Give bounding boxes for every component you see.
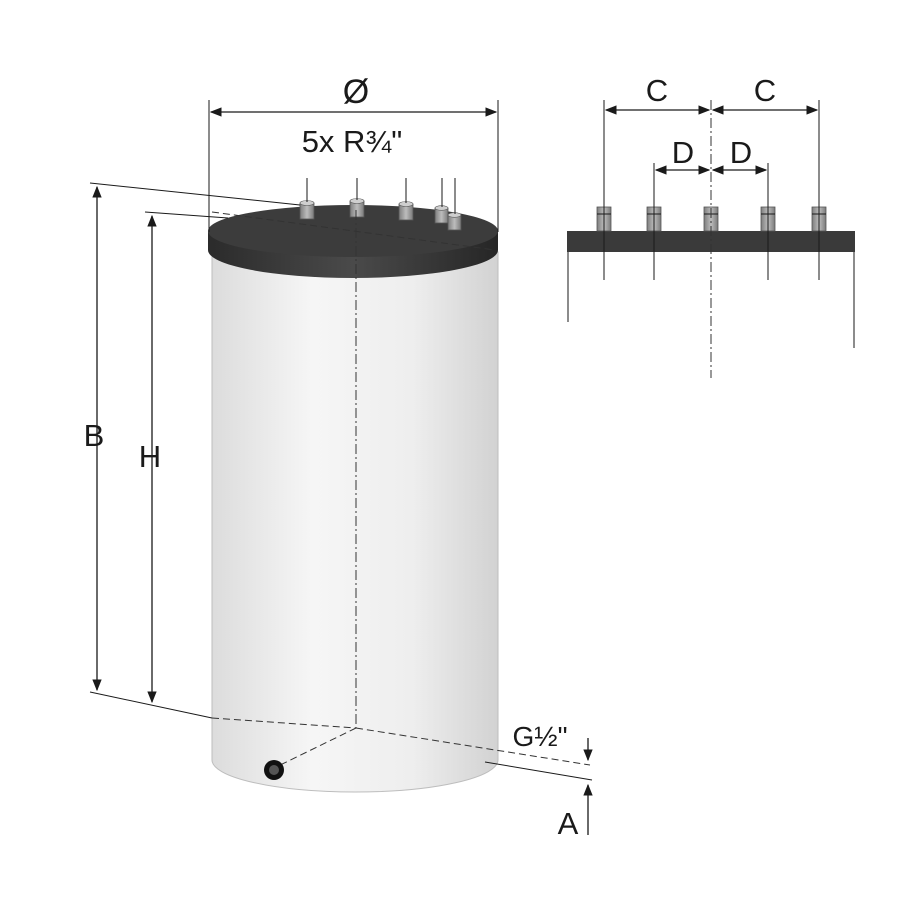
connector-5 <box>447 212 462 231</box>
connector-1 <box>299 200 315 220</box>
tank-lid-top <box>208 205 498 257</box>
connector-4 <box>434 205 449 224</box>
connector-2 <box>349 198 365 218</box>
label-A: A <box>558 806 579 841</box>
label-D-right: D <box>730 135 752 170</box>
base-axis-right <box>355 727 591 766</box>
lid-section <box>567 231 855 252</box>
tank-body <box>211 251 499 793</box>
height-dimensions <box>89 182 301 719</box>
label-connections: 5x R¾" <box>302 124 403 159</box>
label-H: H <box>139 439 161 474</box>
label-C-right: C <box>754 73 776 108</box>
connector-spacing-detail <box>567 100 855 378</box>
base-axis-drain <box>269 727 357 771</box>
dimension-A <box>484 738 593 835</box>
storage-tank <box>208 178 591 793</box>
connector-3 <box>398 201 414 221</box>
label-B: B <box>84 418 105 453</box>
top-connectors <box>299 178 462 231</box>
label-D-left: D <box>672 135 694 170</box>
base-axis-left <box>211 717 357 729</box>
drain-connector <box>264 760 284 780</box>
diameter-dimension <box>208 100 499 232</box>
lid-axis-dashed <box>211 211 496 251</box>
label-diameter: Ø <box>343 73 369 111</box>
label-C-left: C <box>646 73 668 108</box>
label-drain: G½" <box>512 721 567 752</box>
